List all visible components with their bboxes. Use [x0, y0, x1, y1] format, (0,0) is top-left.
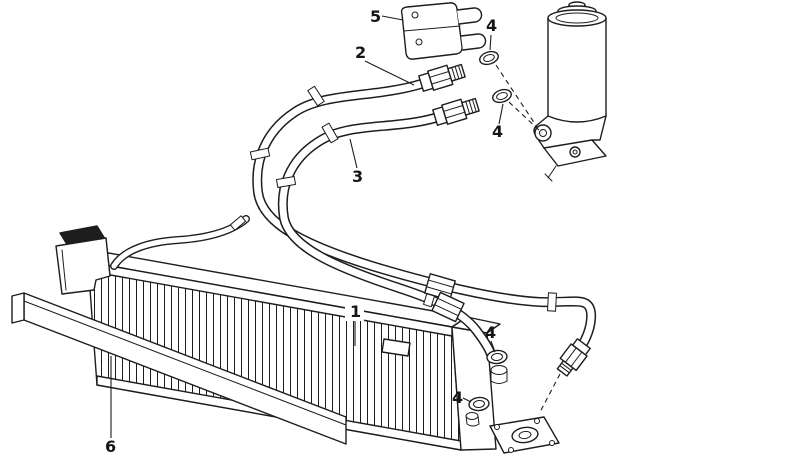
cooler-outlet-port: [490, 365, 508, 384]
part-label-2[interactable]: 2: [355, 43, 366, 62]
mounting-bracket: [55, 225, 111, 295]
oil-hose-lower: [277, 113, 497, 363]
part-label-3[interactable]: 3: [352, 167, 363, 186]
sealing-ring-flange: [468, 396, 490, 412]
connector-block: [400, 2, 487, 60]
leader-lines: [110, 15, 504, 438]
sealing-ring-cooler-port: [486, 349, 508, 365]
part-label-1[interactable]: 1: [350, 302, 361, 321]
connection-flange: [489, 416, 560, 454]
part-label-4d[interactable]: 4: [452, 388, 463, 407]
cooler-return-pipe: [110, 215, 250, 270]
part-label-5[interactable]: 5: [370, 7, 381, 26]
hose-coupling-lower: [431, 291, 465, 323]
sealing-ring-second: [492, 88, 512, 104]
part-label-6[interactable]: 6: [105, 437, 116, 456]
label-backing: [345, 302, 364, 321]
oil-hose-upper: [252, 79, 597, 353]
part-labels: 5 2 4 4 3 1 4 4 6: [105, 7, 503, 456]
hose-union-lower: [432, 97, 480, 126]
cooler-return-port: [465, 412, 480, 427]
hose-end-fitting: [556, 338, 591, 377]
assembly-axis-lines: [495, 64, 561, 415]
hose-union-upper: [418, 63, 466, 92]
sealing-ring-upper: [479, 50, 499, 66]
hose-coupling-upper: [424, 273, 456, 301]
oil-filter-housing: [533, 1, 607, 182]
part-label-4b[interactable]: 4: [492, 122, 503, 141]
part-label-4a[interactable]: 4: [486, 16, 497, 35]
cooler-front-panel: [11, 292, 347, 445]
part-label-4c[interactable]: 4: [485, 323, 496, 342]
